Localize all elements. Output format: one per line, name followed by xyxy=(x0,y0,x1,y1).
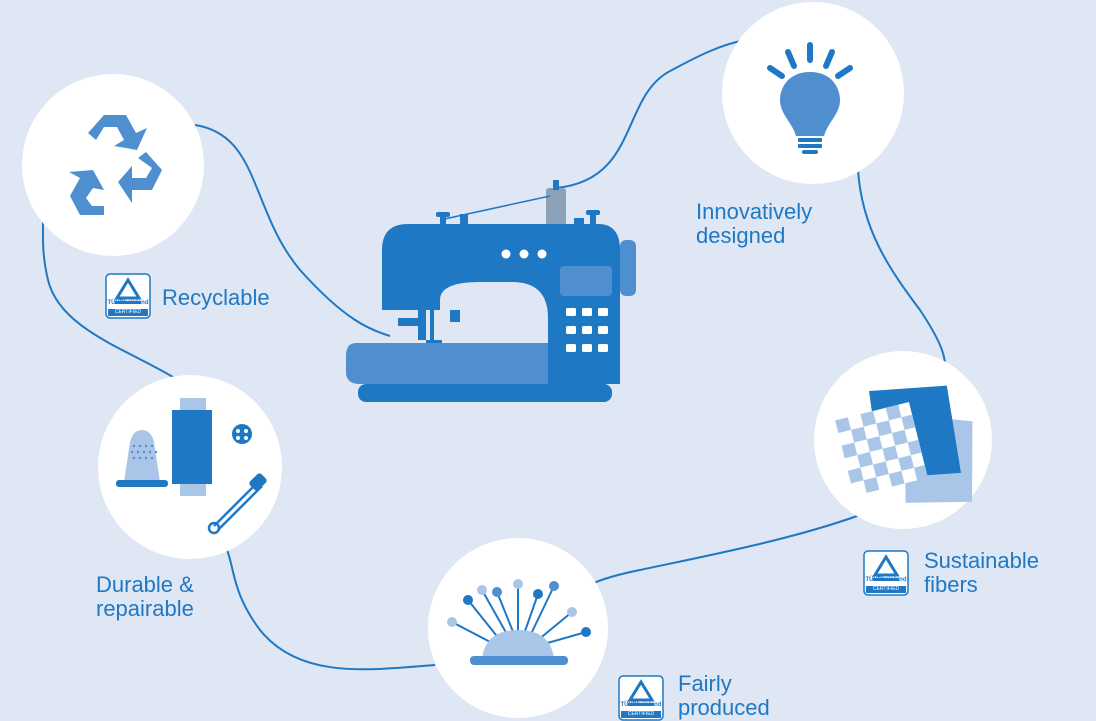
label-durable: Durable & repairable xyxy=(96,572,194,621)
label-fair: Fairly produced xyxy=(678,671,770,720)
light-bulb-icon xyxy=(767,42,853,154)
pin-cushion-icon xyxy=(447,579,591,665)
sewing-machine-icon xyxy=(346,180,636,402)
tuv-certified-badge-icon: TÜVRheinland CERTIFIED xyxy=(865,577,907,593)
label-innovative: Innovatively designed xyxy=(696,199,813,248)
badge-fair xyxy=(618,675,664,721)
recycle-icon xyxy=(69,115,162,215)
sewing-notions-icon xyxy=(116,398,267,535)
tuv-certified-badge-icon: TÜVRheinland CERTIFIED xyxy=(107,300,149,316)
label-recyclable: Recyclable xyxy=(162,285,270,310)
thread-path xyxy=(41,39,946,671)
fabric-swatches-icon xyxy=(835,385,973,503)
label-sustainable: Sustainable fibers xyxy=(924,548,1039,597)
tuv-certified-badge-icon: TÜVRheinland CERTIFIED xyxy=(620,702,662,718)
recyclable-circle xyxy=(22,74,204,256)
